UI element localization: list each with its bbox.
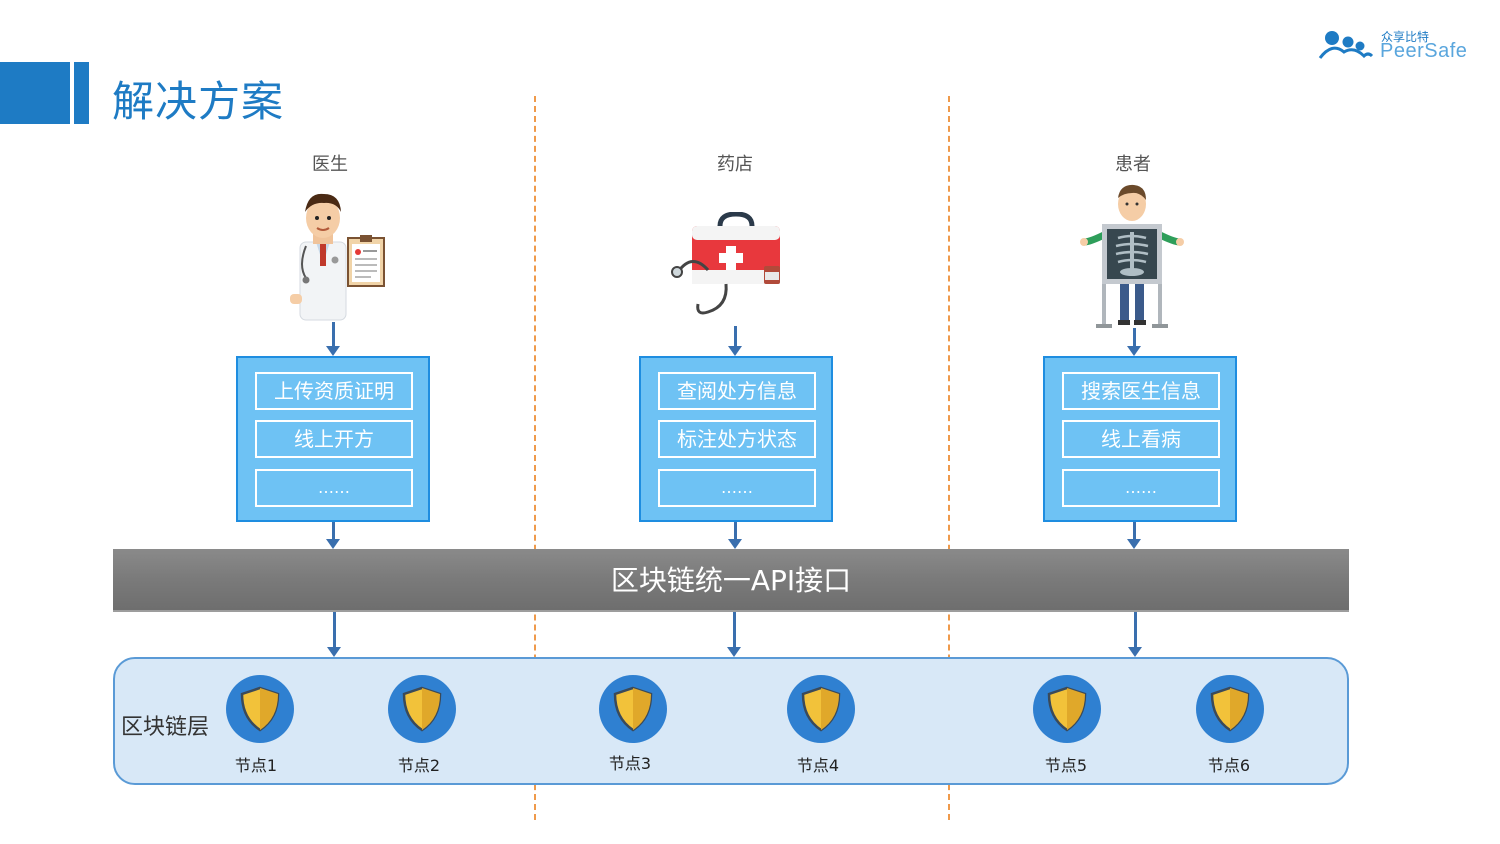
shield-icon[interactable] (387, 674, 457, 744)
arrow-down (326, 522, 340, 549)
function-item[interactable]: 搜索医生信息 (1062, 372, 1220, 410)
function-item[interactable]: 标注处方状态 (658, 420, 816, 458)
column-divider (534, 96, 536, 820)
node-label: 节点5 (1044, 756, 1088, 775)
page-title: 解决方案 (112, 77, 285, 126)
api-label: 区块链统一API接口 (610, 564, 852, 597)
role-label-doctor: 医生 (312, 154, 348, 175)
blockchain-layer-label: 区块链层 (121, 715, 210, 740)
node-label: 节点2 (397, 756, 441, 775)
arrow-down (727, 612, 741, 657)
patient-function-box: 搜索医生信息 线上看病 …… (1043, 356, 1237, 522)
arrow-down (326, 322, 340, 356)
blockchain-api-band: 区块链统一API接口 (113, 549, 1349, 612)
function-item[interactable]: 线上开方 (255, 420, 413, 458)
role-label-pharmacy: 药店 (717, 154, 753, 175)
peersafe-logo-icon (1318, 31, 1374, 59)
title-accent-bar (0, 62, 70, 124)
patient-xray-icon (1080, 184, 1184, 328)
column-divider (948, 96, 950, 820)
arrow-down (1127, 328, 1141, 356)
shield-icon[interactable] (225, 674, 295, 744)
logo-chinese-name: 众享比特 (1381, 30, 1430, 44)
shield-icon[interactable] (598, 674, 668, 744)
node-label: 节点4 (796, 756, 840, 775)
function-item-more[interactable]: …… (658, 469, 816, 507)
node-label: 节点3 (608, 754, 652, 773)
pharmacy-function-box: 查阅处方信息 标注处方状态 …… (639, 356, 833, 522)
arrow-down (1127, 522, 1141, 549)
function-item[interactable]: 线上看病 (1062, 420, 1220, 458)
blockchain-layer (113, 657, 1349, 785)
function-item[interactable]: 查阅处方信息 (658, 372, 816, 410)
arrow-down (728, 522, 742, 549)
node-label: 节点1 (234, 756, 278, 775)
shield-icon[interactable] (1032, 674, 1102, 744)
arrow-down (327, 612, 341, 657)
node-label: 节点6 (1207, 756, 1251, 775)
logo-english-name: PeerSafe (1380, 40, 1468, 62)
shield-icon[interactable] (786, 674, 856, 744)
shield-icon[interactable] (1195, 674, 1265, 744)
function-item[interactable]: 上传资质证明 (255, 372, 413, 410)
first-aid-kit-icon (671, 212, 780, 315)
arrow-down (728, 326, 742, 356)
arrow-down (1128, 612, 1142, 657)
role-label-patient: 患者 (1115, 154, 1151, 175)
doctor-function-box: 上传资质证明 线上开方 …… (236, 356, 430, 522)
doctor-icon (290, 193, 385, 321)
title-accent-stripe (74, 62, 89, 124)
function-item-more[interactable]: …… (1062, 469, 1220, 507)
function-item-more[interactable]: …… (255, 469, 413, 507)
